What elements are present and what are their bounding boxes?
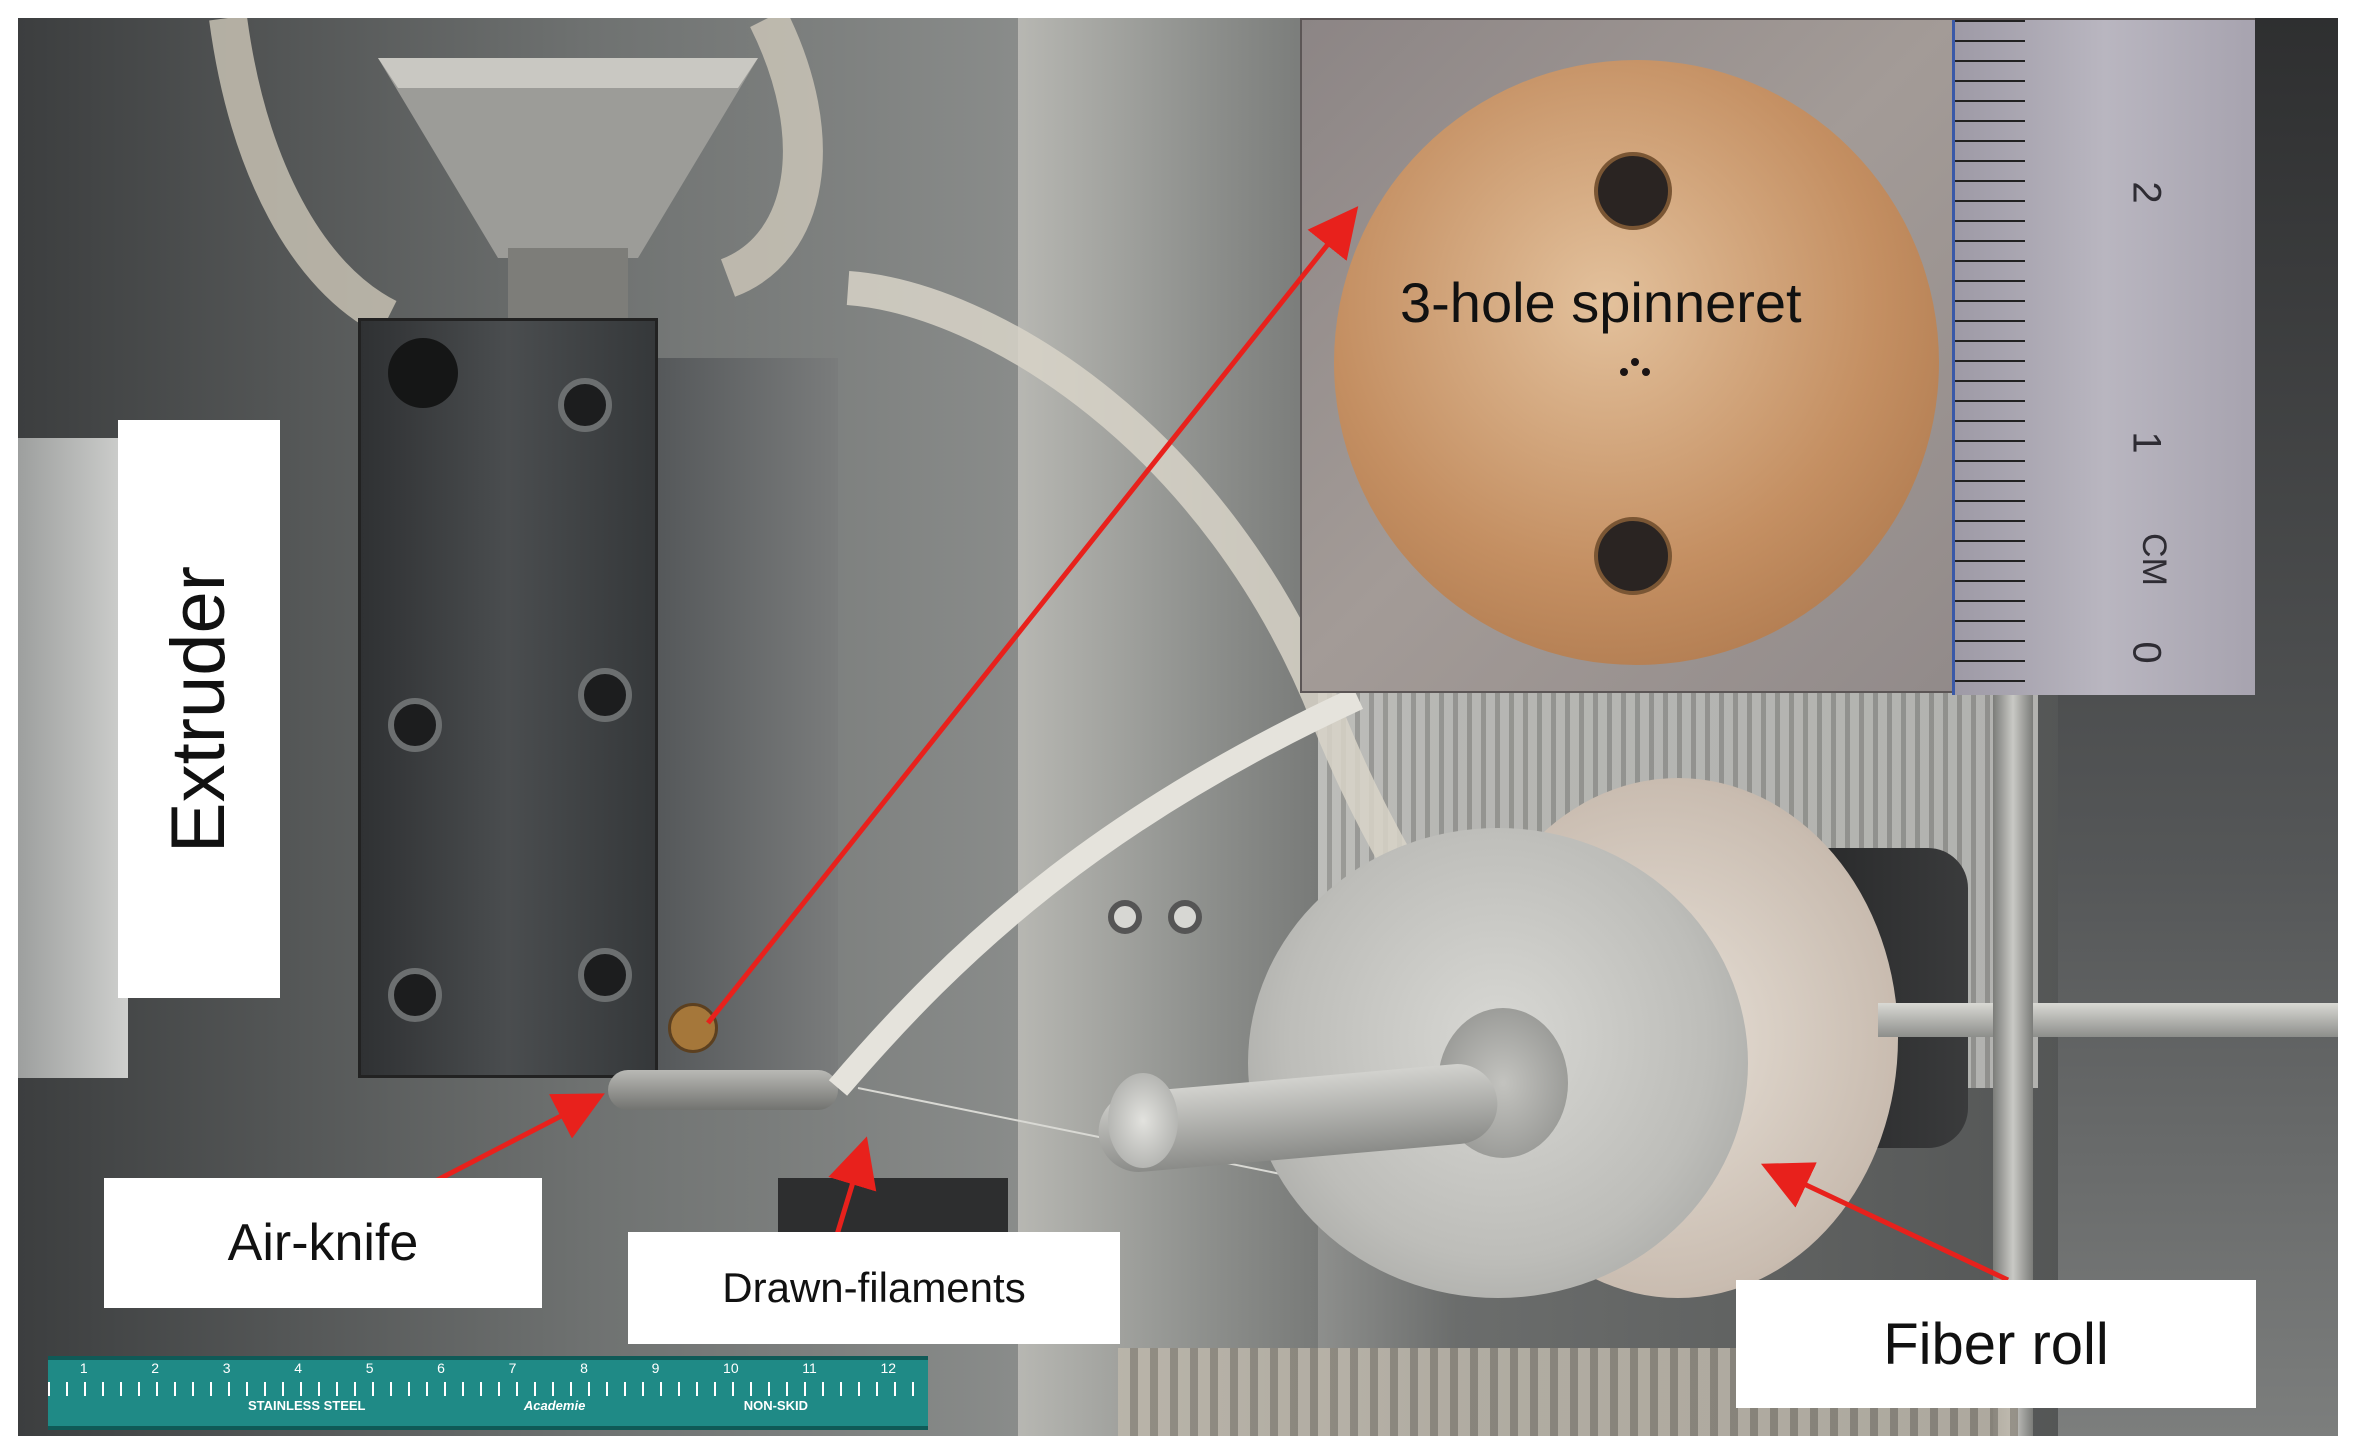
ruler-ticks bbox=[48, 1382, 928, 1396]
inset-ruler: 2 1 CM 0 bbox=[1952, 20, 2255, 695]
ruler-brand: STAINLESS STEEL bbox=[248, 1398, 366, 1413]
spinneret-mount-hole-top bbox=[1594, 152, 1672, 230]
lab-photo: 1 2 3 4 5 6 7 8 9 10 11 12 STAINLESS STE… bbox=[18, 18, 2338, 1436]
bolt-2 bbox=[578, 668, 632, 722]
spinneret-inset: 2 1 CM 0 3-hole spinneret bbox=[1300, 18, 2255, 695]
drawn-filaments-label: Drawn-filaments bbox=[628, 1232, 1120, 1344]
spinneret-label: 3-hole spinneret bbox=[1400, 271, 1802, 334]
air-knife-label: Air-knife bbox=[104, 1178, 542, 1308]
shaft-end bbox=[1108, 1073, 1178, 1168]
bracket bbox=[778, 1178, 1008, 1238]
hopper bbox=[378, 58, 758, 318]
ruler-number: 9 bbox=[651, 1360, 660, 1376]
ruler-number: 2 bbox=[151, 1360, 160, 1376]
arrow-air-knife bbox=[416, 1093, 605, 1193]
steel-panel bbox=[1018, 18, 1318, 1436]
ruler-number: 7 bbox=[508, 1360, 517, 1376]
arrow-drawn-filaments bbox=[828, 1136, 877, 1239]
arrow-fiber-roll bbox=[1760, 1162, 2010, 1283]
ruler-number: 5 bbox=[365, 1360, 374, 1376]
knob bbox=[388, 338, 458, 408]
inset-ruler-ticks bbox=[1955, 20, 2025, 695]
ruler-number: 12 bbox=[880, 1360, 897, 1376]
ruler-maker-logo: Academie bbox=[523, 1398, 586, 1413]
panel-knob-1 bbox=[1108, 900, 1142, 934]
steel-ruler: 1 2 3 4 5 6 7 8 9 10 11 12 STAINLESS STE… bbox=[48, 1356, 928, 1430]
air-knife-rod bbox=[608, 1070, 838, 1110]
extruder-label: Extruder bbox=[118, 420, 280, 998]
spinneret-mount-hole-bottom bbox=[1594, 517, 1672, 595]
ruler-number: 6 bbox=[437, 1360, 445, 1376]
spinneret-holder bbox=[668, 1003, 718, 1053]
ruler-branding: STAINLESS STEEL Academie NON-SKID bbox=[248, 1398, 808, 1424]
panel-knob-2 bbox=[1168, 900, 1202, 934]
ruler-number: 11 bbox=[802, 1360, 817, 1376]
ruler-number: 8 bbox=[580, 1360, 588, 1376]
fiber-roll-label: Fiber roll bbox=[1736, 1280, 2256, 1408]
ruler-number: 4 bbox=[294, 1360, 303, 1376]
extruder-label-text: Extruder bbox=[156, 565, 242, 853]
ruler-number: 3 bbox=[222, 1360, 231, 1376]
bolt-3 bbox=[388, 698, 442, 752]
ruler-number: 10 bbox=[723, 1360, 739, 1376]
support-rod-horizontal bbox=[1878, 1003, 2338, 1037]
bolt-5 bbox=[388, 968, 442, 1022]
ruler-number: 1 bbox=[79, 1360, 88, 1376]
spinneret-orifices bbox=[1620, 358, 1650, 382]
ruler-numbers: 1 2 3 4 5 6 7 8 9 10 11 12 bbox=[48, 1360, 928, 1382]
annotation-arrows bbox=[416, 206, 2010, 1283]
side-frame bbox=[18, 438, 128, 1078]
bolt-4 bbox=[578, 948, 632, 1002]
ruler-grip: NON-SKID bbox=[743, 1398, 808, 1413]
bolt-1 bbox=[558, 378, 612, 432]
die-plate bbox=[658, 358, 838, 1078]
arrow-spinneret bbox=[706, 206, 1359, 1025]
